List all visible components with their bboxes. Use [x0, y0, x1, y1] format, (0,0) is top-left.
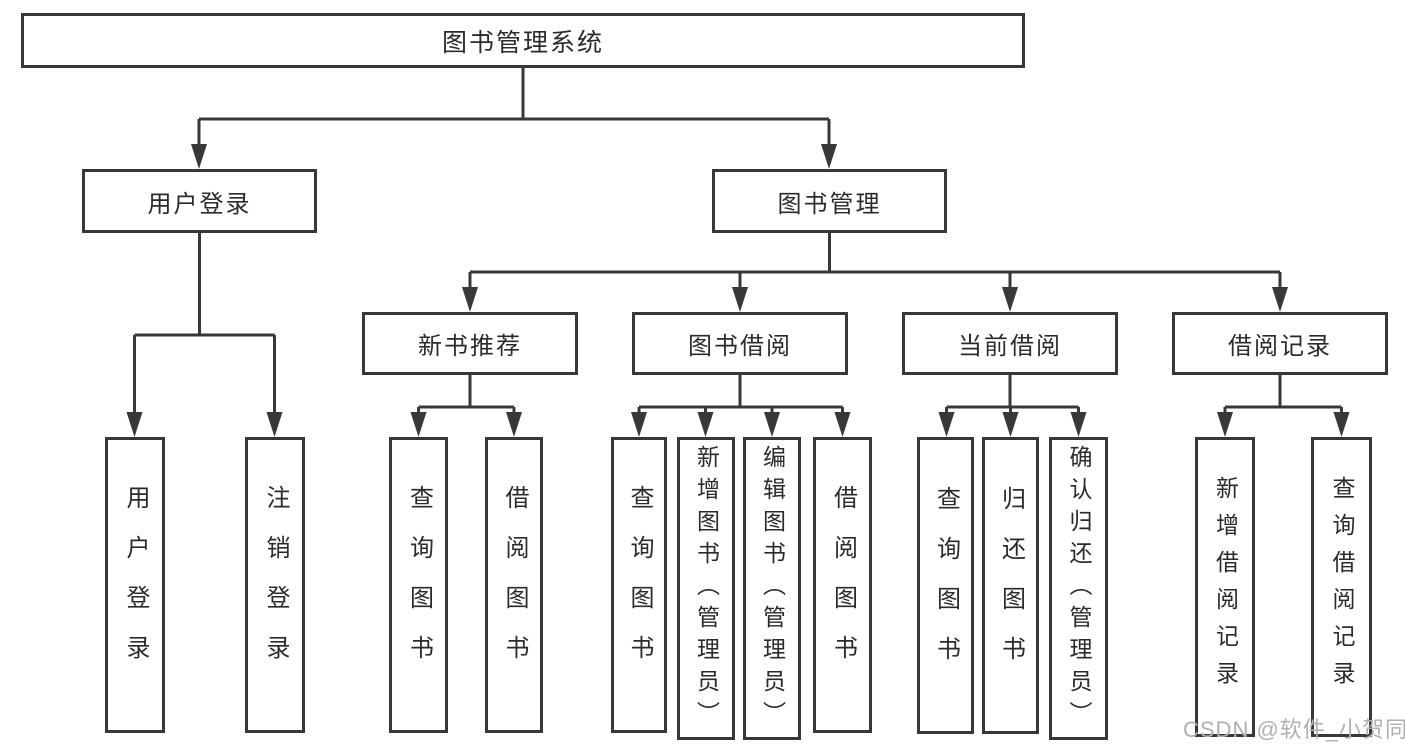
- csdn-watermark: CSDN @软件_小贺同学: [1183, 717, 1405, 742]
- node-book-borrow: 图书借阅: [632, 312, 848, 375]
- node-library-system-label: 图书管理系统: [441, 28, 604, 57]
- leaf-query-book-3: 查询图书: [917, 437, 974, 734]
- leaf-logout: 注销登录: [245, 437, 305, 733]
- node-new-book-recommend: 新书推荐: [362, 312, 578, 375]
- connector-root-branch: [191, 68, 837, 169]
- leaf-query-book-2-label: 查询图书: [626, 485, 653, 685]
- node-borrow-records: 借阅记录: [1172, 312, 1388, 375]
- connector-recommend-branch: [410, 375, 522, 437]
- node-borrow-records-label: 借阅记录: [1228, 333, 1332, 360]
- leaf-logout-label: 注销登录: [262, 485, 289, 685]
- leaf-query-book-3-label: 查询图书: [932, 485, 960, 686]
- leaf-return-book: 归还图书: [982, 437, 1039, 734]
- node-book-borrow-label: 图书借阅: [688, 333, 792, 360]
- node-user-login-label: 用户登录: [147, 190, 252, 218]
- node-user-login: 用户登录: [82, 169, 317, 233]
- node-current-borrow-label: 当前借阅: [958, 333, 1062, 360]
- leaf-user-login: 用户登录: [105, 437, 165, 733]
- leaf-edit-book-admin-label: 编辑图书（管理员）: [759, 444, 786, 733]
- node-current-borrow: 当前借阅: [902, 312, 1118, 375]
- leaf-edit-book-admin: 编辑图书（管理员）: [743, 437, 801, 740]
- leaf-borrow-book-2: 借阅图书: [813, 437, 872, 733]
- leaf-add-borrow-record: 新增借阅记录: [1195, 437, 1255, 737]
- node-book-management-label: 图书管理: [777, 190, 882, 218]
- leaf-query-book-1: 查询图书: [389, 437, 448, 733]
- connector-records-branch: [1217, 375, 1350, 437]
- leaf-add-borrow-record-label: 新增借阅记录: [1212, 476, 1239, 698]
- node-book-management: 图书管理: [712, 169, 947, 233]
- leaf-borrow-book-1-label: 借阅图书: [501, 485, 528, 685]
- connector-management-branch: [462, 233, 1288, 312]
- leaf-borrow-book-2-label: 借阅图书: [829, 485, 857, 685]
- leaf-user-login-label: 用户登录: [122, 485, 149, 685]
- connector-current-branch: [938, 375, 1087, 437]
- node-library-system: 图书管理系统: [21, 13, 1025, 68]
- leaf-query-book-2: 查询图书: [611, 437, 667, 733]
- leaf-query-book-1-label: 查询图书: [405, 485, 433, 685]
- leaf-add-book-admin-label: 新增图书（管理员）: [693, 444, 720, 733]
- leaf-confirm-return-admin-label: 确认归还（管理员）: [1066, 444, 1092, 733]
- leaf-query-borrow-record: 查询借阅记录: [1311, 437, 1372, 737]
- leaf-confirm-return-admin: 确认归还（管理员）: [1049, 437, 1108, 740]
- connector-login-branch: [126, 233, 283, 437]
- leaf-borrow-book-1: 借阅图书: [485, 437, 543, 733]
- leaf-add-book-admin: 新增图书（管理员）: [677, 437, 735, 740]
- leaf-query-borrow-record-label: 查询借阅记录: [1329, 476, 1355, 698]
- node-new-book-recommend-label: 新书推荐: [418, 333, 522, 360]
- connector-borrow-branch: [631, 375, 851, 437]
- leaf-return-book-label: 归还图书: [997, 485, 1025, 686]
